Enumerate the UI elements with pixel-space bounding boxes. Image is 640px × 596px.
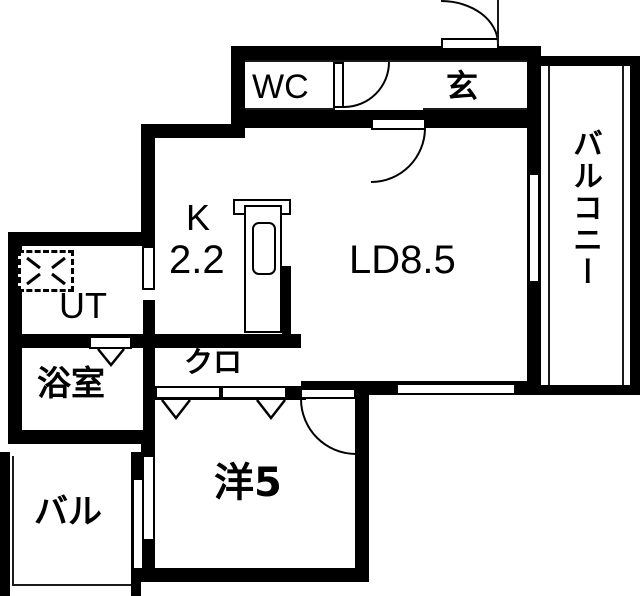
wall-kitchen-left-upper (141, 124, 155, 234)
room-balcony-main (548, 66, 622, 385)
kitchen-counter-end-wall (282, 266, 291, 334)
wall-closet-left (141, 334, 155, 400)
room-ld (301, 138, 527, 381)
kitchen-sink (252, 222, 276, 275)
balcony-main-inner-edge (622, 66, 624, 385)
entrance-door-jamb (497, 0, 499, 44)
balcony-main-inner-edge-left (548, 66, 550, 385)
sub-balcony-window (132, 478, 144, 570)
wall-balcony-outer-bottom (541, 385, 640, 395)
corridor-inner-edge-bottom (423, 108, 527, 110)
balcony-sub-inner-edge-left (12, 456, 14, 586)
closet-door-panel-right[interactable] (221, 386, 287, 399)
balcony-sub-inner-edge-bottom (12, 584, 131, 586)
living-balcony-window (528, 173, 540, 283)
entrance-door-swing (441, 0, 499, 44)
bedroom-door-leaf[interactable] (300, 388, 356, 399)
wall-bedroom-bottom (141, 568, 369, 582)
wall-balcony-outer-right (630, 56, 640, 395)
closet-door-chevron-right (256, 399, 286, 421)
wall-corridor-left (231, 46, 245, 128)
room-bath (22, 348, 143, 430)
corridor-inner-edge-top (335, 60, 527, 62)
room-closet (155, 348, 287, 386)
wall-bath-left (8, 334, 22, 444)
wc-inner-edge-bottom (245, 108, 335, 110)
wall-ut-top (8, 232, 155, 246)
wall-subbalcony-left (0, 452, 10, 596)
room-balcony-sub (10, 456, 131, 596)
wall-bath-bottom (8, 430, 155, 444)
wall-ut-kitchen-divider (141, 232, 155, 246)
washing-machine-icon (18, 250, 74, 292)
wall-kitchen-top (141, 124, 245, 138)
bathroom-door-chevron (97, 348, 125, 368)
wall-closet-top (141, 334, 301, 348)
living-south-window (396, 383, 516, 395)
closet-door-panel-left[interactable] (155, 386, 221, 399)
wall-balcony-outer-top (541, 56, 640, 66)
closet-door-chevron-left (161, 399, 191, 421)
wall-bedroom-right (355, 386, 369, 582)
utility-kitchen-opening[interactable] (142, 246, 155, 290)
room-wc (245, 60, 335, 110)
bathroom-door-panel[interactable] (89, 336, 132, 349)
wc-inner-edge-top (245, 60, 335, 62)
wc-door-leaf[interactable] (333, 62, 344, 108)
